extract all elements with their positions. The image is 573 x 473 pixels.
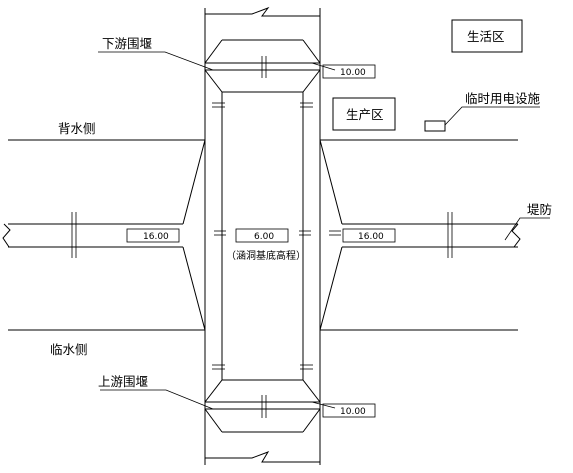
elev-culvert-base: 6.00 (254, 232, 274, 242)
label-culvert-note: （涵洞基底高程） (226, 249, 306, 262)
label-back-water-side: 背水侧 (58, 121, 96, 136)
downstream-cofferdam-slope-tr (302, 39, 321, 64)
elev-downstream-cofferdam: 10.00 (340, 68, 366, 78)
label-production-area: 生产区 (346, 107, 384, 122)
temp-power-box (424, 120, 446, 132)
slope-left-top (182, 139, 206, 225)
production-area-box (332, 97, 396, 131)
slope-right-top (319, 139, 343, 225)
elev-levee-right: 16.00 (358, 232, 384, 242)
elev-box-levee-left (126, 228, 180, 243)
elev-box-upstream (322, 403, 376, 418)
elev-box-culvert (235, 228, 289, 243)
upstream-cofferdam-slope-tr (302, 379, 321, 403)
leader-temp-power (444, 106, 540, 126)
leader-upstream (100, 389, 214, 410)
leader-embankment (504, 217, 550, 241)
label-temp-power: 临时用电设施 (465, 91, 541, 106)
downstream-cofferdam-slope-bl (204, 69, 223, 93)
slope-left-bottom (182, 246, 206, 331)
upstream-cofferdam-slope-tl (204, 379, 223, 403)
channel-break-bottom (205, 451, 320, 463)
leader-downstream (98, 51, 214, 71)
label-downstream-cofferdam: 下游围堰 (102, 36, 152, 51)
leader-elev-upstream (311, 401, 336, 409)
elev-box-levee-right (342, 228, 396, 243)
elev-levee-left: 16.00 (143, 232, 169, 242)
upstream-cofferdam-slope-br (302, 408, 321, 433)
wall-ticks (212, 102, 341, 370)
label-embankment: 堤防 (527, 202, 552, 217)
leader-elev-downstream (311, 62, 336, 71)
slope-right-bottom (319, 246, 343, 331)
elev-upstream-cofferdam: 10.00 (340, 407, 366, 417)
break-symbol-left (2, 223, 11, 248)
living-area-box (451, 19, 523, 53)
upstream-cofferdam-slope-bl (204, 408, 223, 433)
break-symbol-right (511, 223, 521, 248)
downstream-cofferdam-slope-br (302, 69, 321, 93)
downstream-cofferdam-slope-tl (204, 39, 223, 64)
elev-box-downstream (322, 64, 376, 79)
label-living-area: 生活区 (467, 29, 505, 44)
label-water-side: 临水侧 (50, 342, 88, 357)
label-upstream-cofferdam: 上游围堰 (98, 374, 148, 389)
channel-break-top (205, 6, 320, 17)
